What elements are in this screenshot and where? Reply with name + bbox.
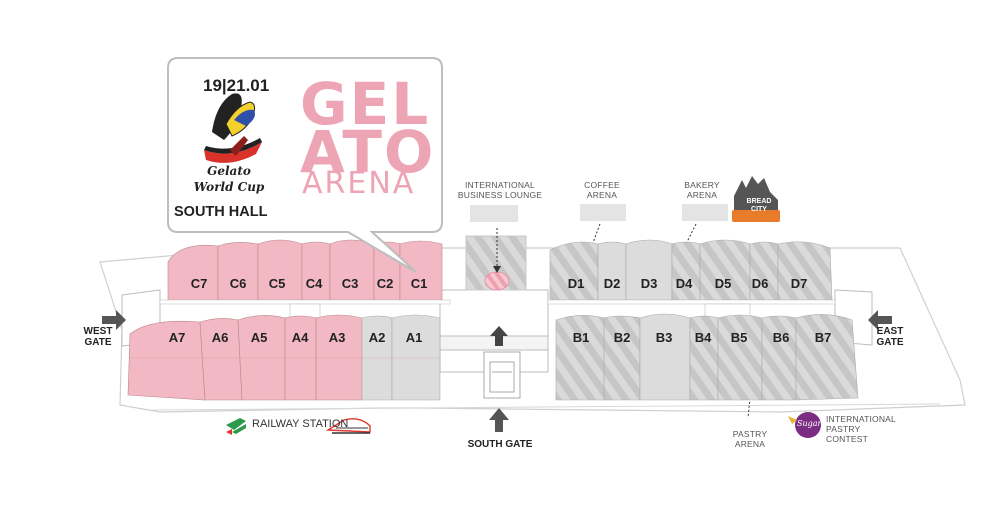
hall-b2[interactable]: B2	[613, 330, 631, 345]
bread-city-logo-text: BREAD CITY	[746, 198, 772, 213]
hall-d4[interactable]: D4	[675, 276, 693, 291]
business-lounge-pad	[470, 205, 518, 222]
hall-title-bold: SOUTH	[174, 204, 225, 220]
hall-d3[interactable]: D3	[640, 276, 658, 291]
hall-row-c	[159, 239, 451, 305]
arena-title-line2: ATO	[300, 118, 436, 186]
hall-c6[interactable]: C6	[229, 276, 247, 291]
bakery-arena-pad	[682, 204, 728, 221]
hall-d5[interactable]: D5	[714, 276, 732, 291]
corridor-arrow-icon	[490, 326, 508, 346]
hall-b1[interactable]: B1	[572, 330, 590, 345]
cup-title-line2: World Cup	[193, 180, 265, 194]
business-lounge-label: INTERNATIONAL BUSINESS LOUNGE	[457, 180, 543, 200]
west-gate-arrow-icon	[102, 310, 126, 330]
corridor-link-west	[439, 335, 549, 351]
hall-d7[interactable]: D7	[790, 276, 808, 291]
lounge-zone	[465, 235, 527, 291]
pastry-contest-label: INTERNATIONAL PASTRY CONTEST	[826, 414, 896, 444]
hall-a4[interactable]: A4	[291, 330, 309, 345]
hall-title: SOUTH HALL	[174, 204, 267, 220]
hall-a3[interactable]: A3	[328, 330, 346, 345]
railway-logo-icon	[226, 418, 246, 435]
hall-row-b	[555, 313, 859, 401]
south-gate-arrow-icon	[489, 408, 509, 432]
cup-title-line1: Gelato	[207, 164, 251, 178]
coffee-arena-label: COFFEE ARENA	[584, 180, 620, 200]
sugar-logo	[788, 412, 821, 438]
bread-city-logo	[732, 176, 780, 222]
hall-row-d	[547, 239, 836, 305]
sugar-logo-text: Sugar	[797, 419, 822, 428]
hall-c4[interactable]: C4	[305, 276, 323, 291]
hall-d6[interactable]: D6	[751, 276, 769, 291]
hall-a1[interactable]: A1	[405, 330, 423, 345]
hall-c5[interactable]: C5	[268, 276, 286, 291]
hall-b3[interactable]: B3	[655, 330, 673, 345]
hall-a2[interactable]: A2	[368, 330, 386, 345]
east-gate-arrow-icon	[868, 310, 892, 330]
hall-c3[interactable]: C3	[341, 276, 359, 291]
hall-c7[interactable]: C7	[190, 276, 208, 291]
hall-a5[interactable]: A5	[250, 330, 268, 345]
east-gate-label: EAST GATE	[876, 326, 904, 348]
west-gate-label: WEST GATE	[83, 326, 113, 348]
hall-title-rest: HALL	[224, 204, 268, 220]
hall-b6[interactable]: B6	[772, 330, 790, 345]
hall-a7[interactable]: A7	[168, 330, 186, 345]
hall-d1[interactable]: D1	[567, 276, 585, 291]
train-icon	[325, 418, 371, 434]
railway-station-label: RAILWAY STATION	[252, 418, 349, 430]
hall-d2[interactable]: D2	[603, 276, 621, 291]
south-gate-building	[483, 351, 521, 399]
hall-b5[interactable]: B5	[730, 330, 748, 345]
hall-b7[interactable]: B7	[814, 330, 832, 345]
event-dates: 19|21.01	[203, 76, 270, 95]
arena-title-line1: GEL	[300, 70, 431, 138]
hall-row-a	[127, 314, 441, 401]
hall-c1[interactable]: C1	[410, 276, 428, 291]
hall-c2[interactable]: C2	[376, 276, 394, 291]
bakery-arena-label: BAKERY ARENA	[684, 180, 720, 200]
hall-a6[interactable]: A6	[211, 330, 229, 345]
coffee-arena-pad	[580, 204, 626, 221]
south-gate-label: SOUTH GATE	[467, 439, 533, 450]
gelato-arena-marker	[484, 271, 510, 291]
gelato-world-cup-logo	[204, 93, 262, 163]
pastry-arena-label: PASTRY ARENA	[732, 429, 768, 449]
arena-title-line3: ARENA	[302, 166, 416, 201]
hall-b4[interactable]: B4	[694, 330, 712, 345]
